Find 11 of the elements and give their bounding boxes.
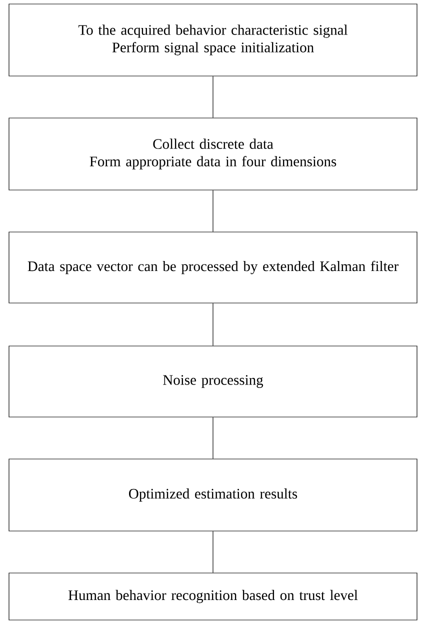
process-box: Collect discrete data Form appropriate data in four dimensions xyxy=(8,118,418,190)
process-box: Optimized estimation results xyxy=(8,458,418,532)
connector-line xyxy=(212,190,214,232)
connector-line xyxy=(212,76,214,118)
process-box: To the acquired behavior characteristic signal Perform signal space initialization xyxy=(8,4,418,76)
connector-line xyxy=(212,303,214,346)
connector-line xyxy=(212,417,214,459)
connector-line xyxy=(212,531,214,573)
process-box: Human behavior recognition based on trust level xyxy=(8,572,418,620)
process-box: Noise processing xyxy=(8,346,418,418)
process-box: Data space vector can be processed by extended Kalman filter xyxy=(8,232,418,304)
